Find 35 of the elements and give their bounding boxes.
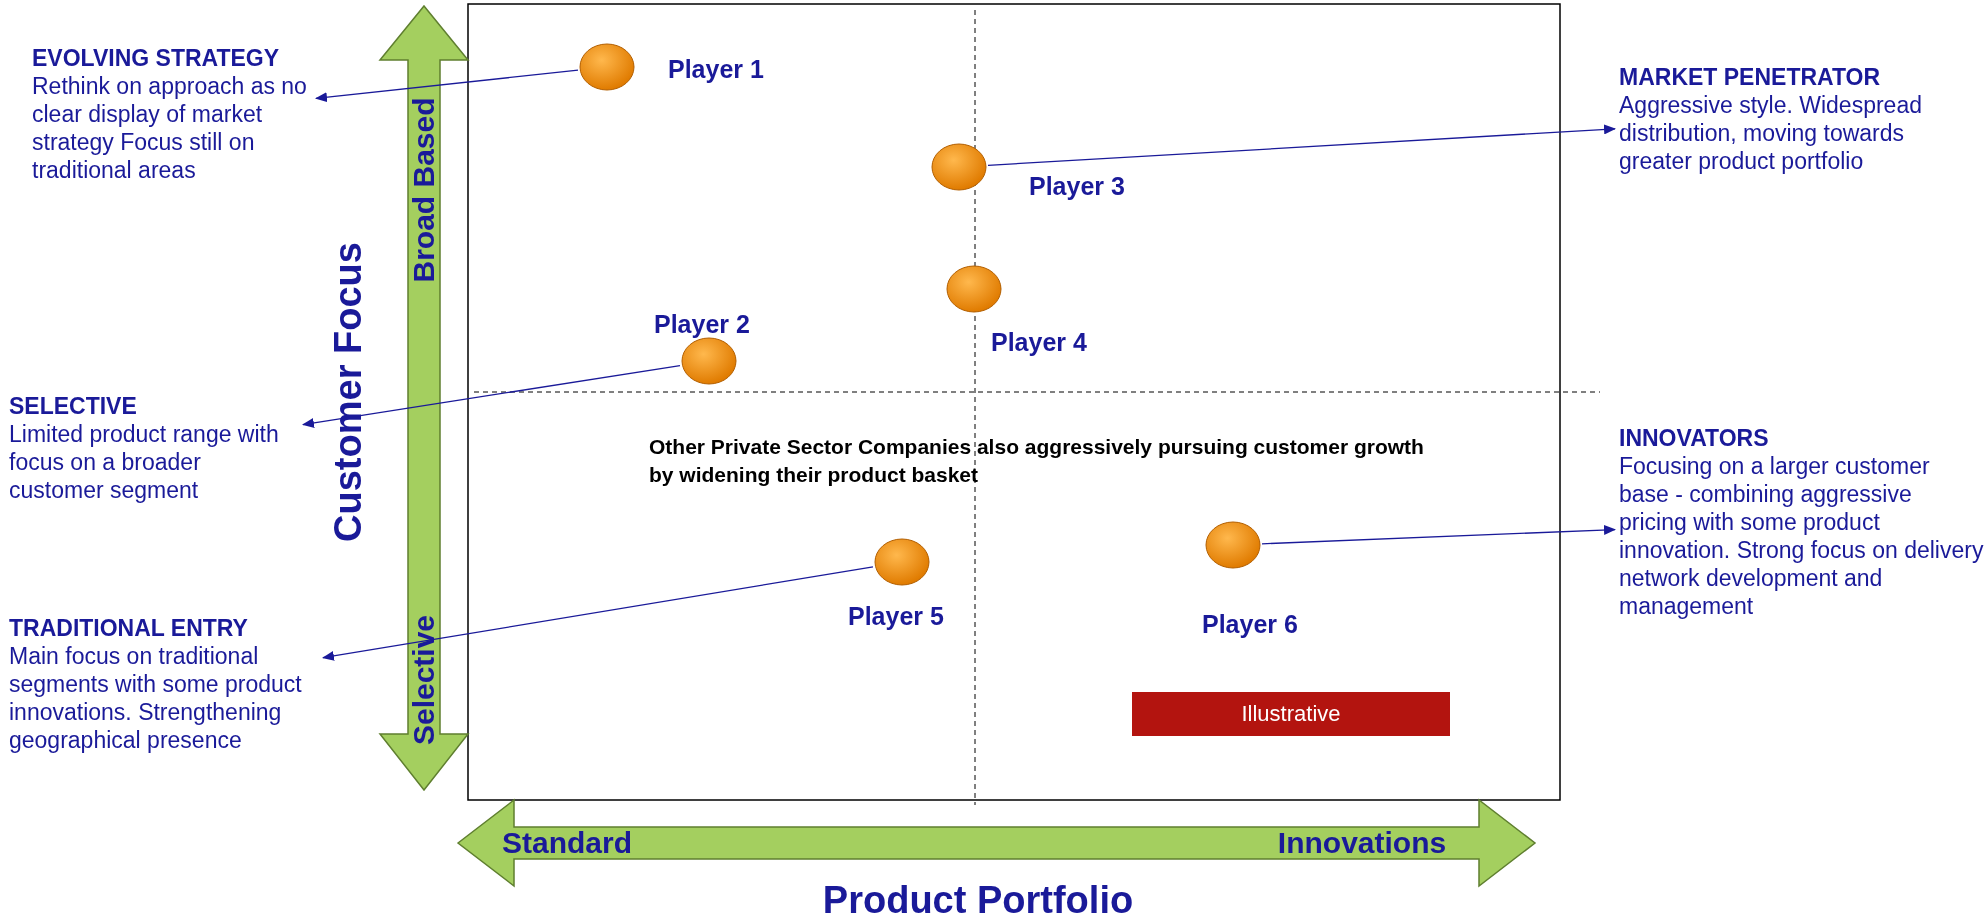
player-dot [946, 265, 1002, 313]
illustrative-tag: Illustrative [1132, 692, 1450, 736]
arrow [315, 69, 579, 103]
axis-end-label: Broad Based [407, 97, 441, 283]
player-label: Player 2 [654, 310, 750, 339]
player-label: Player 3 [1029, 172, 1125, 201]
player-dot [1205, 521, 1261, 569]
arrow [1261, 525, 1616, 545]
quadrant-description: Main focus on traditional segments with some product innovations. Strengthening geographical presence [9, 642, 303, 754]
player-dot [931, 143, 987, 191]
quadrant-description: Focusing on a larger customer base - combining aggressive pricing with some product innovation. Strong focus on delivery network development and management [1619, 452, 1984, 620]
quadrant-heading: MARKET PENETRATOR [1619, 63, 1882, 91]
quadrant-heading: EVOLVING STRATEGY [32, 44, 281, 72]
player-dot [579, 43, 635, 91]
arrow [322, 566, 874, 661]
arrow [987, 124, 1616, 166]
quadrant-description: Rethink on approach as no clear display of market strategy Focus still on traditional areas [32, 72, 308, 184]
axis-end-label: Selective [407, 614, 441, 746]
quadrant-heading: SELECTIVE [9, 392, 138, 420]
axis-end-label: Innovations [1277, 826, 1447, 860]
player-dot [681, 337, 737, 385]
note-text: Other Private Sector Companies also aggressively pursuing customer growth by widening their product basket [649, 434, 1425, 488]
quadrant-description: Limited product range with focus on a broader customer segment [9, 420, 280, 504]
player-label: Player 6 [1202, 610, 1298, 639]
axis-end-label: Standard [502, 826, 632, 860]
player-label: Player 5 [848, 602, 944, 631]
player-dot [874, 538, 930, 586]
axis-title: Customer Focus [326, 242, 370, 542]
player-label: Player 4 [991, 328, 1087, 357]
quadrant-heading: TRADITIONAL ENTRY [9, 614, 249, 642]
quadrant-heading: INNOVATORS [1619, 424, 1770, 452]
player-label: Player 1 [668, 55, 764, 84]
axis-title: Product Portfolio [822, 878, 1134, 919]
arrow [302, 364, 681, 428]
quadrant-description: Aggressive style. Widespread distribution, moving towards greater product portfolio [1619, 91, 1923, 175]
